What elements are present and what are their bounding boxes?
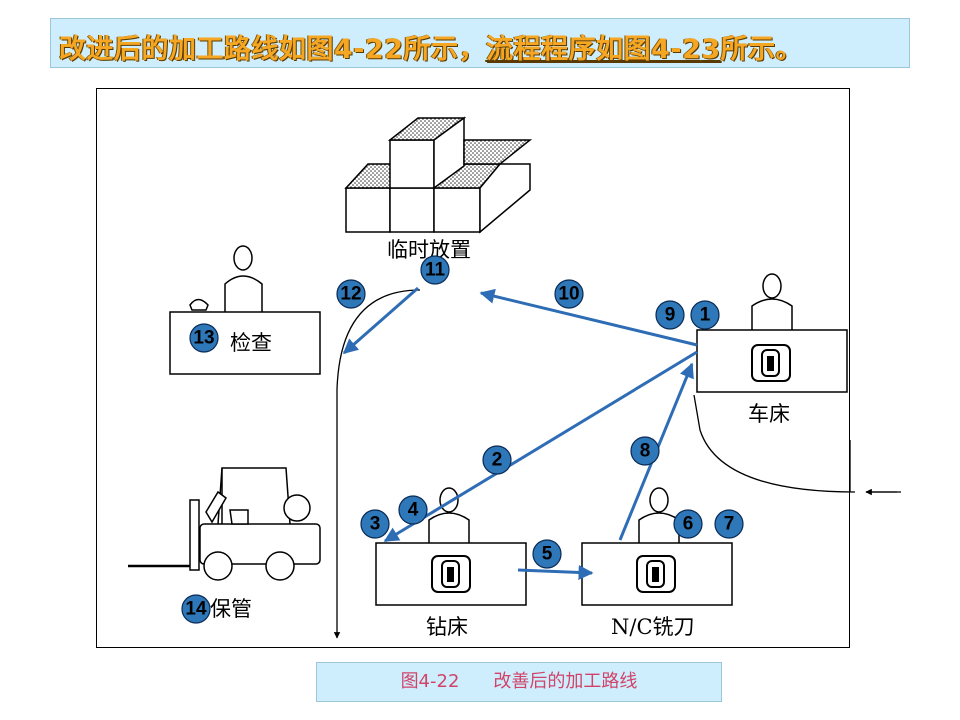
lathe-operator-icon <box>751 273 793 330</box>
step-badge-14: 14 <box>181 594 211 624</box>
svg-text:3: 3 <box>370 514 381 535</box>
keeping-label: 保管 <box>210 597 252 621</box>
svg-text:4: 4 <box>408 500 419 521</box>
svg-text:13: 13 <box>193 328 214 349</box>
page-title: 改进后的加工路线如图4-22所示，流程程序如图4-23所示。 <box>59 27 803 66</box>
mill-machine-icon <box>636 555 676 593</box>
flow-arrow-2 <box>383 350 698 543</box>
figure-number: 图4-22 <box>400 671 460 692</box>
step-badge-6: 6 <box>673 509 703 539</box>
step-badge-8: 8 <box>630 436 660 466</box>
step-badge-9: 9 <box>655 300 685 330</box>
inspection-table <box>169 311 321 375</box>
svg-text:6: 6 <box>683 514 694 535</box>
lathe-machine-icon <box>751 344 791 382</box>
title-part-3: 所示。 <box>720 34 804 65</box>
title-part-1: 改进后的加工路线如图4-22所示， <box>59 34 487 65</box>
svg-text:1: 1 <box>700 305 711 326</box>
drill-operator-icon <box>428 487 470 543</box>
svg-text:8: 8 <box>640 441 651 462</box>
svg-text:10: 10 <box>558 284 579 305</box>
original-route <box>333 289 901 639</box>
svg-text:9: 9 <box>665 305 676 326</box>
svg-text:14: 14 <box>185 599 207 620</box>
mill-label: N/C铣刀 <box>611 615 695 639</box>
svg-text:12: 12 <box>340 284 361 305</box>
drill-machine-icon <box>431 555 471 593</box>
svg-text:5: 5 <box>542 544 553 565</box>
inspection-label: 检查 <box>230 331 272 355</box>
mill-operator-icon <box>638 487 680 543</box>
step-badge-3: 3 <box>360 509 390 539</box>
figure-caption-text: 改善后的加工路线 <box>493 671 638 692</box>
figure-caption: 图4-22 改善后的加工路线 <box>316 662 722 702</box>
drill-label: 钻床 <box>426 615 468 639</box>
step-badge-2: 2 <box>482 445 512 475</box>
forklift-icon <box>128 467 321 581</box>
step-badge-11: 11 <box>420 255 450 285</box>
step-badge-1: 1 <box>690 300 720 330</box>
lathe-label: 车床 <box>748 402 790 426</box>
step-badge-4: 4 <box>398 495 428 525</box>
flow-program-link-suffix[interactable]: 3 <box>701 34 721 65</box>
step-badges: 1 2 3 4 5 6 7 8 9 10 11 12 13 14 <box>181 255 744 624</box>
svg-text:2: 2 <box>492 450 503 471</box>
flow-arrow-5 <box>517 564 594 580</box>
title-banner: 改进后的加工路线如图4-22所示，流程程序如图4-23所示。 <box>50 18 910 68</box>
step-badge-13: 13 <box>189 323 219 353</box>
storage-boxes-icon <box>344 116 533 234</box>
flow-arrow-11 <box>342 286 419 355</box>
svg-text:11: 11 <box>425 260 446 281</box>
flow-arrow-10 <box>479 288 698 347</box>
inspector-figure-icon <box>189 245 263 312</box>
svg-text:7: 7 <box>724 514 735 535</box>
step-badge-12: 12 <box>336 279 366 309</box>
step-badge-5: 5 <box>532 539 562 569</box>
step-badge-10: 10 <box>554 279 584 309</box>
flow-program-link[interactable]: 流程程序如图4-2 <box>486 34 702 65</box>
step-badge-7: 7 <box>714 509 744 539</box>
